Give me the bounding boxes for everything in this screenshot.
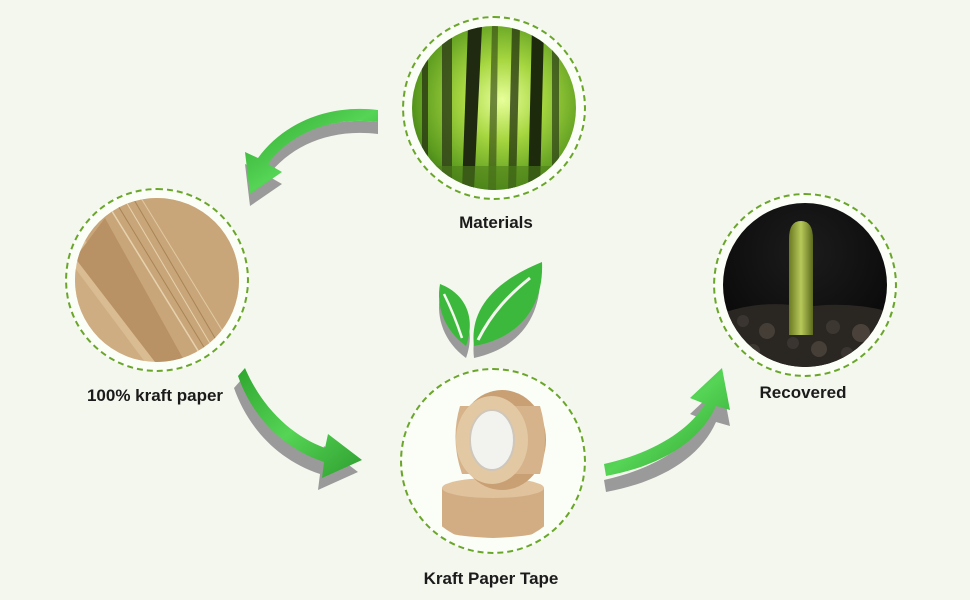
forest-image — [412, 26, 576, 190]
sprout-image — [723, 203, 887, 367]
recovered-label: Recovered — [759, 383, 847, 402]
cycle-arrow-paper-to-tape — [234, 368, 362, 490]
materials-label: Materials — [459, 213, 533, 232]
kraft-paper-label: 100% kraft paper — [86, 386, 224, 405]
tape-roll-image — [410, 378, 576, 544]
cycle-arrow-tape-to-recovered — [604, 368, 730, 492]
cycle-arrow-materials-to-paper — [245, 108, 378, 206]
kraft-paper-image — [75, 198, 239, 362]
tape-label: Kraft Paper Tape — [423, 569, 559, 588]
